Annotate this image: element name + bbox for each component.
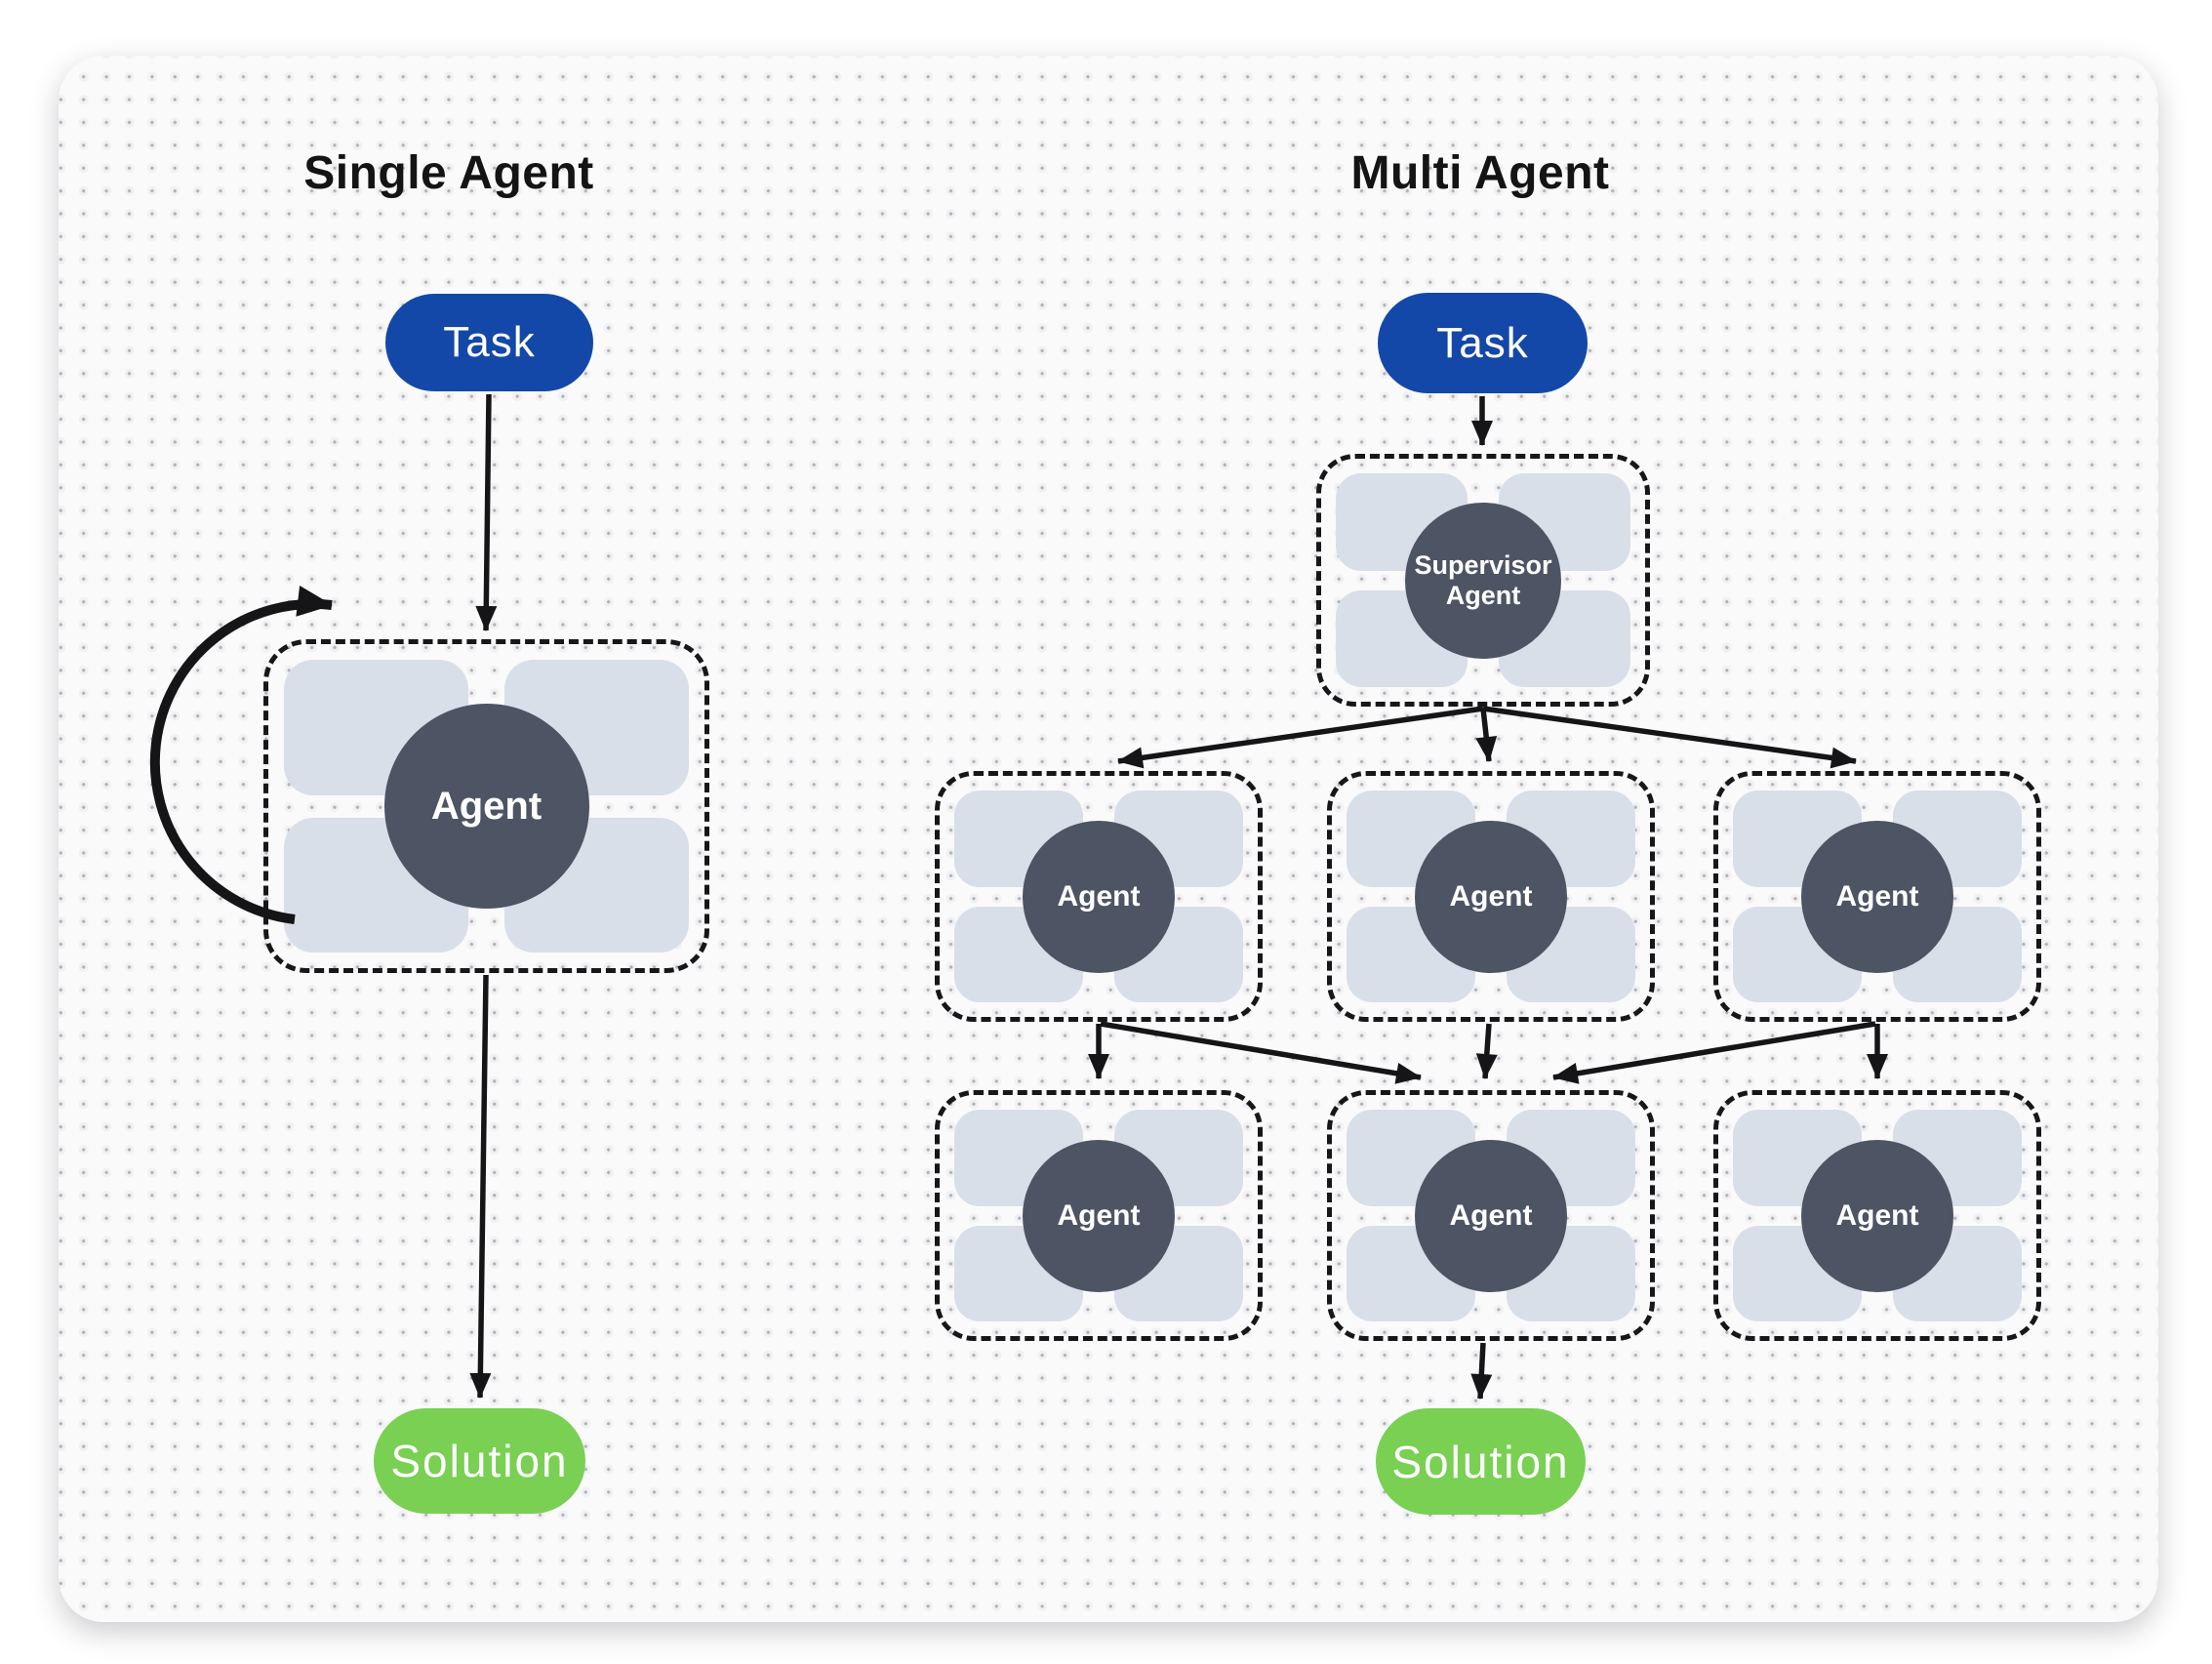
agent-label: Agent bbox=[1057, 879, 1141, 913]
agent-label: Agent bbox=[1057, 1198, 1141, 1232]
agent-label: Agent bbox=[1449, 879, 1533, 913]
single-task-node: Task bbox=[385, 294, 593, 391]
single-agent-box: Agent bbox=[263, 639, 709, 973]
agent-circle: Agent bbox=[1801, 1139, 1953, 1292]
single-solution-label: Solution bbox=[390, 1436, 569, 1486]
single-agent-label: Agent bbox=[430, 784, 543, 828]
single-agent-title: Single Agent bbox=[303, 147, 594, 199]
agent-box-row2-1: Agent bbox=[935, 1090, 1263, 1341]
agent-box-row2-2: Agent bbox=[1327, 1090, 1655, 1341]
multi-task-node: Task bbox=[1378, 293, 1588, 393]
supervisor-agent-circle: Supervisor Agent bbox=[1405, 502, 1561, 659]
agent-circle: Agent bbox=[1415, 820, 1567, 973]
multi-agent-title: Multi Agent bbox=[1350, 147, 1610, 199]
multi-solution-label: Solution bbox=[1391, 1436, 1570, 1487]
agent-label: Agent bbox=[1449, 1198, 1533, 1232]
agent-box-row1-2: Agent bbox=[1327, 771, 1655, 1022]
supervisor-label-line1: Supervisor bbox=[1414, 550, 1552, 581]
diagram-card: Single Agent Multi Agent Task Agent Solu… bbox=[59, 56, 2158, 1622]
single-task-label: Task bbox=[443, 318, 536, 366]
agent-label: Agent bbox=[1835, 1198, 1919, 1232]
supervisor-agent-box: Supervisor Agent bbox=[1316, 454, 1650, 707]
agent-circle: Agent bbox=[1801, 820, 1953, 973]
agent-circle: Agent bbox=[1415, 1139, 1567, 1292]
agent-circle: Agent bbox=[1023, 1139, 1175, 1292]
supervisor-label-line2: Agent bbox=[1445, 580, 1521, 610]
single-solution-node: Solution bbox=[374, 1408, 585, 1514]
agent-box-row1-3: Agent bbox=[1713, 771, 2041, 1022]
multi-solution-node: Solution bbox=[1376, 1408, 1586, 1515]
agent-label: Agent bbox=[1835, 879, 1919, 913]
single-agent-circle: Agent bbox=[383, 704, 589, 909]
multi-task-label: Task bbox=[1436, 318, 1529, 367]
agent-box-row2-3: Agent bbox=[1713, 1090, 2041, 1341]
agent-circle: Agent bbox=[1023, 820, 1175, 973]
agent-box-row1-1: Agent bbox=[935, 771, 1263, 1022]
